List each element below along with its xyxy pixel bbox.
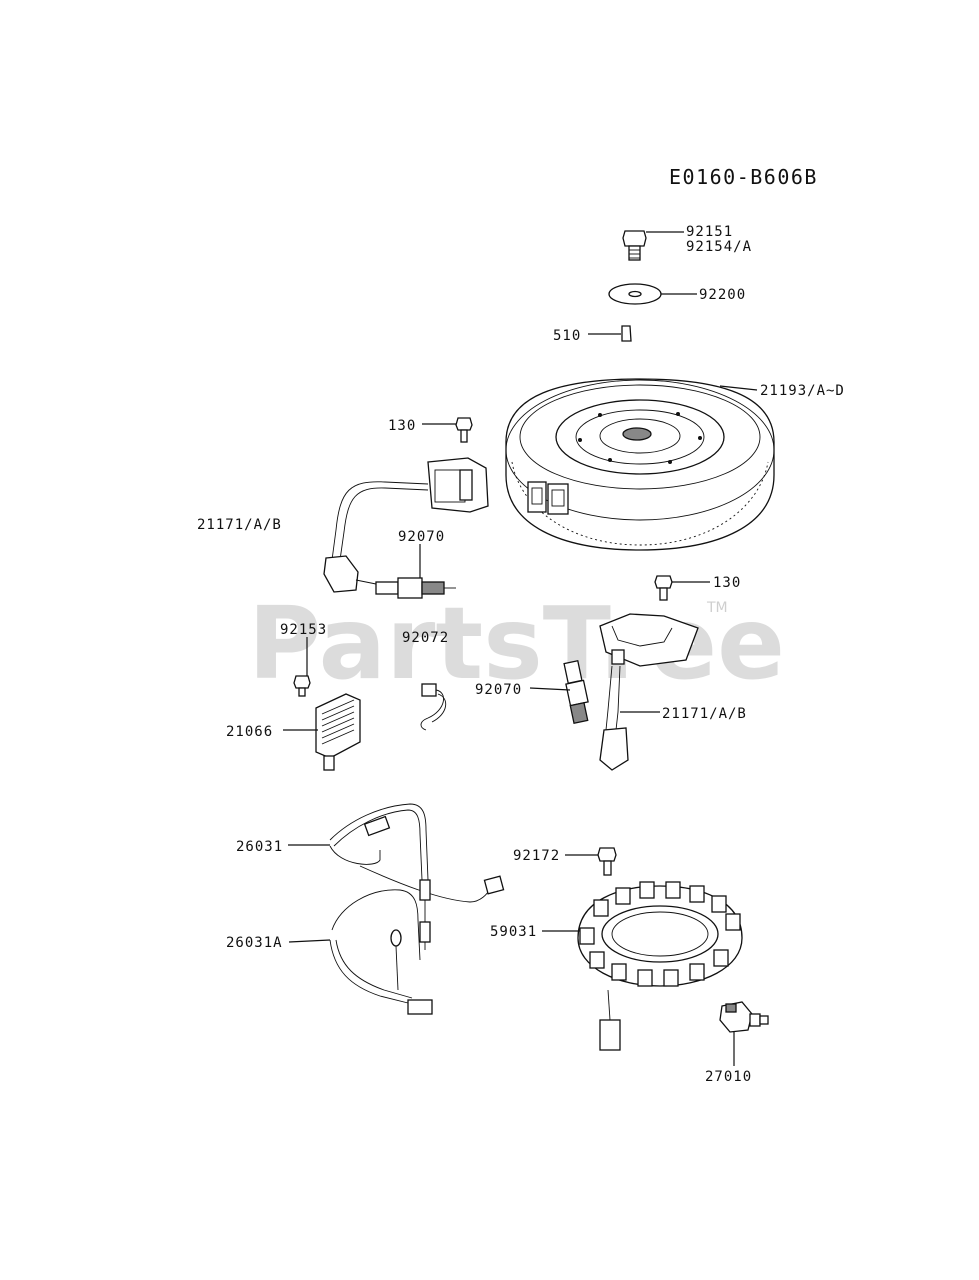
callout-92200: 92200 — [699, 287, 746, 303]
watermark-text: PartsTree — [248, 585, 785, 702]
stator-screw[interactable] — [597, 847, 617, 876]
regulator-screw[interactable] — [293, 675, 311, 697]
ignition-coil-upper[interactable] — [323, 457, 489, 593]
oil-pressure-switch[interactable] — [719, 1001, 769, 1033]
callout-92154a: 92154/A — [686, 239, 752, 255]
callout-26031a: 26031A — [226, 935, 283, 951]
callout-510: 510 — [553, 328, 581, 344]
voltage-regulator[interactable] — [315, 693, 361, 771]
callout-92151: 92151 — [686, 224, 733, 240]
callout-130-lower: 130 — [713, 575, 741, 591]
flywheel-bolt[interactable] — [622, 230, 647, 261]
wiring-harness[interactable] — [329, 803, 505, 922]
callout-92072: 92072 — [402, 630, 449, 646]
spark-plug-upper[interactable] — [375, 577, 456, 599]
coil-screw-upper[interactable] — [455, 417, 473, 443]
callout-21066: 21066 — [226, 724, 273, 740]
leader-lines — [283, 231, 758, 1066]
callout-27010: 27010 — [705, 1069, 752, 1085]
diagram-code: E0160-B606B — [669, 165, 818, 189]
woodruff-key[interactable] — [621, 325, 632, 342]
callout-130-upper: 130 — [388, 418, 416, 434]
ignition-lead[interactable] — [420, 683, 447, 731]
spark-plug-lower[interactable] — [563, 659, 589, 725]
flywheel[interactable] — [505, 378, 775, 551]
callout-26031: 26031 — [236, 839, 283, 855]
stator[interactable] — [577, 881, 743, 1051]
ignition-coil-lower[interactable] — [599, 613, 699, 771]
callout-59031: 59031 — [490, 924, 537, 940]
flywheel-washer[interactable] — [608, 283, 662, 305]
callout-21171-upper: 21171/A/B — [197, 517, 282, 533]
wiring-harness-a[interactable] — [329, 889, 433, 1015]
callout-92070-upper: 92070 — [398, 529, 445, 545]
callout-92172: 92172 — [513, 848, 560, 864]
callout-92153: 92153 — [280, 622, 327, 638]
callout-92070-lower: 92070 — [475, 682, 522, 698]
callout-21193: 21193/A~D — [760, 383, 845, 399]
callout-21171-lower: 21171/A/B — [662, 706, 747, 722]
watermark-trademark: TM — [706, 600, 728, 616]
coil-screw-lower[interactable] — [654, 575, 673, 601]
